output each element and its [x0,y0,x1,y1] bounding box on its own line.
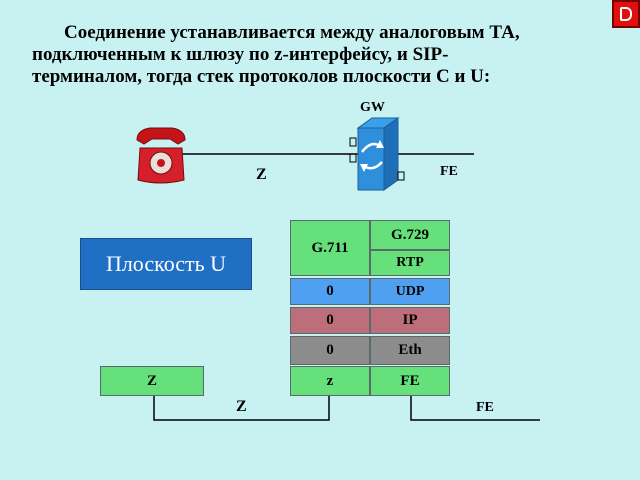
fe-interface-label: FE [440,164,458,179]
eth-cell: Eth [370,336,450,365]
left-udp-cell: 0 [290,278,370,305]
terminal-z-box: Z [100,366,204,396]
left-eth-cell: 0 [290,336,370,365]
heading-line-3: терминалом, тогда стек протоколов плоско… [32,66,491,87]
udp-cell: UDP [370,278,450,305]
z-link-line [153,396,330,421]
heading: Соединение устанавливается между аналого… [32,22,606,88]
fe-phys-cell: FE [370,366,450,396]
telephone-icon [136,127,186,184]
left-phys-cell: z [290,366,370,396]
heading-line-1: Соединение устанавливается между аналого… [64,22,520,43]
heading-line-2: подключенным к шлюзу по z-интерфейсу, и … [32,44,449,65]
gateway-switch-icon [349,117,405,191]
left-ip-cell: 0 [290,307,370,334]
ip-cell: IP [370,307,450,334]
left-codec-cell: G.711 [290,220,370,276]
z-interface-label: Z [256,166,267,183]
bottom-z-label: Z [236,398,247,415]
plane-label: Плоскость U [80,238,252,290]
right-codec-cell: G.729 [370,220,450,250]
gateway-label: GW [360,100,385,115]
nav-next-icon[interactable] [612,0,640,28]
bottom-fe-label: FE [476,400,494,415]
rtp-cell: RTP [370,250,450,276]
fe-link-line [410,396,540,421]
